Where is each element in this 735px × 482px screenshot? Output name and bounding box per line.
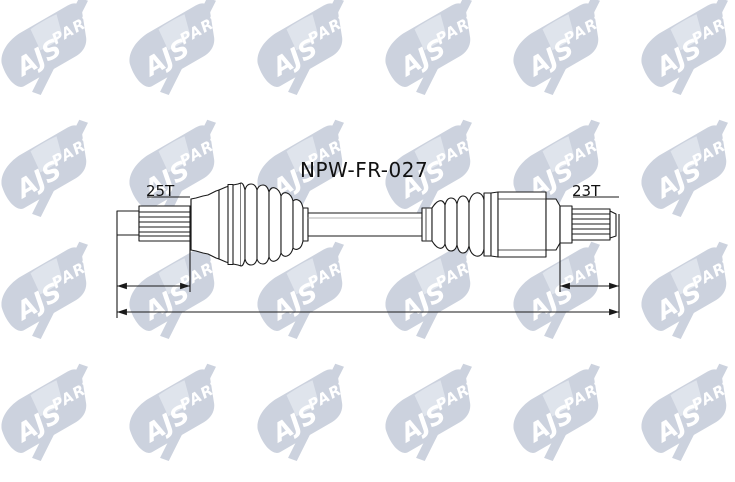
right-spline-shaft <box>571 208 617 241</box>
shaft-collar <box>421 207 433 242</box>
teeth-count-left-label: 25T <box>146 182 175 200</box>
page-title: NPW-FR-027 <box>300 158 429 182</box>
left-cv-joint-housing <box>190 189 220 260</box>
right-cv-joint-housing <box>497 191 547 258</box>
teeth-count-right-label: 23T <box>572 182 601 200</box>
right-stepped-shaft <box>545 198 573 251</box>
right-boot-bellows <box>431 191 499 258</box>
center-shaft-tube <box>307 212 423 237</box>
left-end-stub <box>116 210 140 236</box>
left-boot-bellows <box>218 182 309 267</box>
left-spline-shaft <box>138 205 192 242</box>
